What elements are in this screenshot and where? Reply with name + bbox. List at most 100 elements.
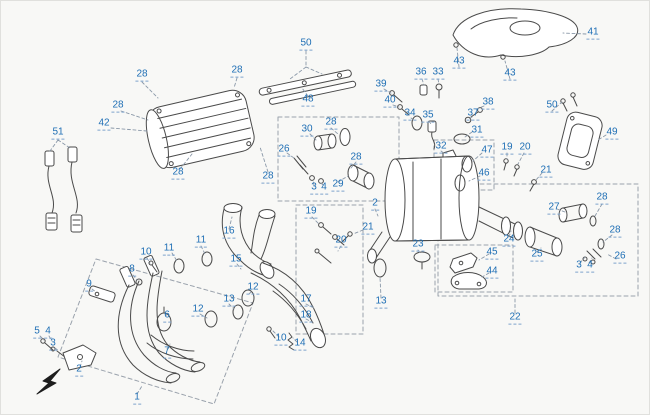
shield-gasket-strip [258, 69, 357, 105]
part-callout-3: 3 [310, 181, 318, 195]
part-callout-4: 4 [586, 259, 594, 273]
leader-lines [39, 32, 617, 395]
part-callout-10: 10 [274, 332, 288, 346]
heat-shield-upper [145, 89, 255, 169]
part-callout-7: 7 [163, 345, 171, 359]
part-callout-1: 1 [133, 391, 141, 405]
studs-and-spring [135, 260, 295, 351]
part-callout-4: 4 [320, 181, 328, 195]
part-callout-28: 28 [608, 224, 622, 238]
part-callout-6: 6 [163, 309, 171, 323]
tail-pipe-section [413, 203, 605, 270]
part-callout-46: 46 [477, 167, 491, 181]
muffler-bracket-group [449, 252, 487, 290]
part-callout-51: 51 [51, 126, 65, 140]
part-callout-28: 28 [595, 191, 609, 205]
part-callout-15: 15 [229, 253, 243, 267]
part-callout-20: 20 [334, 234, 348, 248]
gasket-rings-mid [173, 251, 255, 328]
part-callout-38: 38 [481, 96, 495, 110]
oxygen-sensors [44, 146, 83, 233]
part-callout-9: 9 [85, 278, 93, 292]
part-callout-24: 24 [502, 233, 516, 247]
part-callout-2: 2 [371, 197, 379, 211]
part-callout-28: 28 [135, 68, 149, 82]
bracket-plate [88, 285, 116, 303]
part-callout-2: 2 [75, 363, 83, 377]
part-callout-30: 30 [300, 123, 314, 137]
part-callout-45: 45 [485, 246, 499, 260]
part-callout-3: 3 [49, 337, 57, 351]
part-callout-33: 33 [431, 66, 445, 80]
part-callout-50: 50 [299, 37, 313, 51]
part-callout-39: 39 [374, 78, 388, 92]
part-callout-36: 36 [414, 66, 428, 80]
front-pipe [250, 262, 326, 349]
pipe-guard [146, 334, 195, 360]
heat-shield-rear [452, 8, 579, 60]
part-callout-19: 19 [500, 141, 514, 155]
muffler-clamps [454, 155, 473, 192]
part-callout-17: 17 [299, 293, 313, 307]
header-pipes [117, 254, 206, 384]
part-callout-29: 29 [331, 178, 345, 192]
group-box-bracket [434, 244, 514, 293]
muffler-bolts-right [503, 158, 537, 192]
part-callout-21: 21 [539, 164, 553, 178]
part-callout-28: 28 [111, 99, 125, 113]
part-callout-12: 12 [246, 281, 260, 295]
part-callout-31: 31 [470, 124, 484, 138]
part-callout-44: 44 [485, 265, 499, 279]
part-callout-43: 43 [503, 67, 517, 81]
part-callout-41: 41 [586, 26, 600, 40]
part-callout-13: 13 [222, 293, 236, 307]
part-callout-10: 10 [139, 246, 153, 260]
part-callout-23: 23 [411, 238, 425, 252]
part-callout-28: 28 [324, 116, 338, 130]
heat-shield-small [557, 111, 603, 170]
part-callout-16: 16 [222, 225, 236, 239]
group-box-header-pipes [57, 258, 254, 405]
part-callout-12: 12 [191, 303, 205, 317]
part-callout-11: 11 [194, 234, 208, 248]
part-callout-18: 18 [299, 309, 313, 323]
part-callout-37: 37 [466, 107, 480, 121]
part-callout-14: 14 [293, 337, 307, 351]
part-callout-20: 20 [518, 141, 532, 155]
shield-bolts-right [560, 92, 578, 112]
pipe-clamp [156, 306, 172, 332]
part-callout-8: 8 [128, 263, 136, 277]
part-callout-50: 50 [545, 99, 559, 113]
direction-arrow-icon [36, 368, 61, 395]
part-callout-40: 40 [383, 94, 397, 108]
part-callout-32: 32 [434, 140, 448, 154]
fasteners-bottom-left [40, 338, 97, 371]
part-callout-34: 34 [403, 107, 417, 121]
part-callout-42: 42 [97, 117, 111, 131]
mid-hardware-group [314, 222, 353, 264]
part-callout-35: 35 [421, 109, 435, 123]
part-callout-4: 4 [44, 325, 52, 339]
mounting-hardware-top [389, 83, 483, 167]
part-callout-49: 49 [605, 126, 619, 140]
part-callout-28: 28 [171, 166, 185, 180]
part-callout-26: 26 [277, 143, 291, 157]
part-callout-48: 48 [301, 93, 315, 107]
part-callout-25: 25 [530, 248, 544, 262]
part-callout-27: 27 [547, 201, 561, 215]
part-callout-28: 28 [349, 151, 363, 165]
part-callout-43: 43 [452, 55, 466, 69]
part-callout-21: 21 [361, 221, 375, 235]
part-callout-19: 19 [304, 205, 318, 219]
part-callout-22: 22 [508, 311, 522, 325]
part-callout-28: 28 [261, 170, 275, 184]
part-callout-13: 13 [374, 295, 388, 309]
part-callout-5: 5 [33, 325, 41, 339]
part-callout-3: 3 [575, 259, 583, 273]
inlet-flange-group [293, 128, 375, 190]
part-callout-47: 47 [480, 144, 494, 158]
part-callout-11: 11 [162, 242, 176, 256]
muffler-assembly [367, 155, 480, 278]
